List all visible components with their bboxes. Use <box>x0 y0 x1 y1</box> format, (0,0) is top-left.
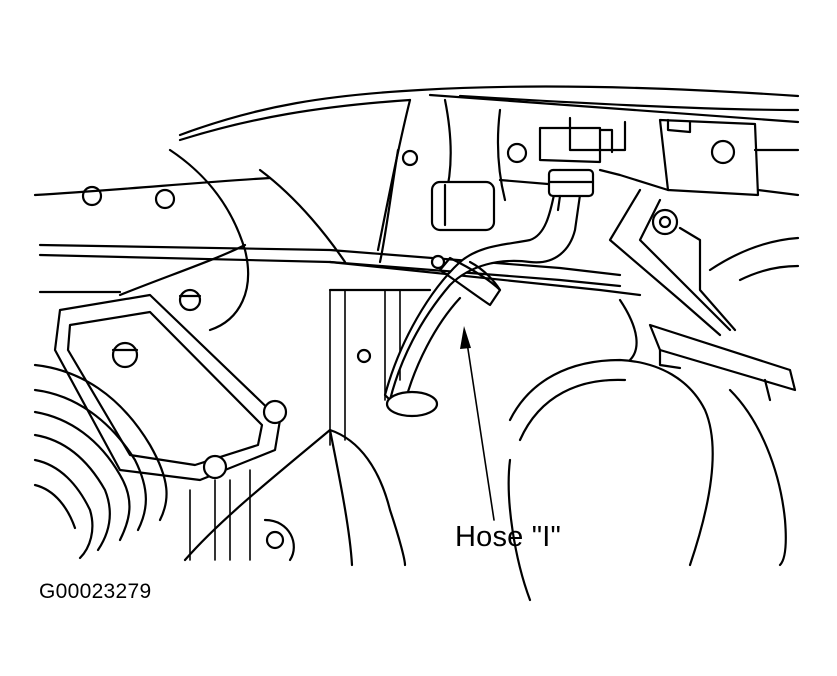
right-upper-block <box>430 98 800 232</box>
hose-i-callout-label: Hose "I" <box>455 521 562 553</box>
hose-i <box>383 168 595 418</box>
left-bracket <box>81 98 419 332</box>
lower-housing <box>183 298 787 602</box>
right-bracket <box>608 188 800 402</box>
body-panel-lines <box>33 85 800 297</box>
hose-i-leader-arrow <box>460 326 495 521</box>
cooler-fins <box>189 288 432 561</box>
left-flange <box>53 288 288 482</box>
left-duct <box>33 363 168 560</box>
figure-id: G00023279 <box>39 580 152 603</box>
